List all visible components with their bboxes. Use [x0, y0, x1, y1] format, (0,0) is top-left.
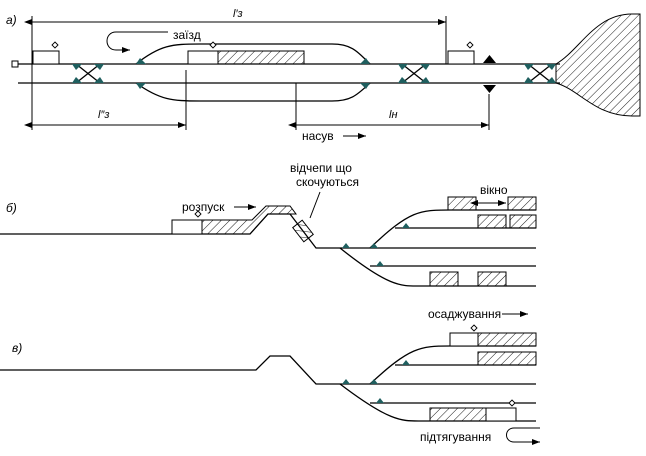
yard-car: [477, 214, 507, 229]
switch-frog: [136, 83, 146, 89]
switch-frog: [376, 398, 384, 403]
entry-arrow: [106, 31, 168, 53]
push-label: насув: [302, 129, 334, 143]
locomotive-marker: [470, 324, 478, 332]
cuts-label-line1: відчепи що: [290, 161, 352, 175]
dim-bottom-left-label: l″з: [98, 109, 109, 121]
switch-frog: [136, 58, 146, 64]
entry-label: заїзд: [173, 28, 201, 42]
locomotive-marker: [194, 210, 202, 218]
yard-track-1: [369, 345, 536, 385]
rolling-cut: [292, 219, 314, 243]
yard-car: [509, 214, 537, 229]
locomotive-marker: [466, 41, 474, 49]
pulling-label: підтягування: [420, 430, 491, 444]
locomotive-marker: [508, 399, 516, 407]
train-cars: [217, 50, 305, 65]
panel-a-label: а): [6, 13, 17, 27]
classification-yard-funnel: [555, 13, 641, 117]
switch-frog: [370, 379, 378, 384]
hump-signal-top: [483, 55, 496, 63]
bypass-upper: [135, 43, 371, 65]
yard-car: [429, 271, 459, 287]
locomotive-marker: [51, 41, 59, 49]
locomotive: [447, 50, 475, 65]
locomotive: [449, 332, 479, 347]
switch-frog: [342, 379, 350, 384]
yard-car: [429, 407, 487, 422]
switch-frog: [376, 261, 384, 266]
yard-car: [447, 196, 477, 211]
panel-a: а) l′з: [6, 8, 641, 143]
locomotive-marker: [209, 41, 217, 49]
panel-b: б) розпуск відчепи що скочуються вікно: [0, 161, 537, 287]
yard-car: [507, 196, 537, 211]
switch-frog: [370, 243, 378, 248]
crossover-1: [72, 63, 104, 84]
panel-c: в) осаджування підтягування: [0, 307, 540, 445]
dim-bottom-right-label: lн: [389, 109, 398, 121]
hump-profile: [0, 355, 536, 385]
locomotive: [187, 50, 219, 65]
yard-track-5: [339, 247, 536, 287]
bypass-lower: [135, 82, 371, 102]
yard-car: [477, 351, 537, 366]
cuts-pointer: [309, 191, 321, 219]
settling-label: осаджування: [428, 307, 501, 321]
switch-frog: [360, 58, 370, 64]
switch-frog: [402, 360, 410, 365]
dim-top-label: l′з: [233, 8, 243, 20]
panel-b-label: б): [6, 201, 17, 215]
crossover-3: [524, 63, 556, 84]
hump-profile: [0, 213, 536, 249]
release-label: розпуск: [182, 200, 225, 214]
cuts-label-line2: скочуються: [296, 175, 359, 189]
yard-car: [477, 332, 537, 347]
buffer-stop: [11, 60, 19, 68]
switch-frog: [342, 243, 350, 248]
locomotive: [32, 50, 60, 65]
panel-c-label: в): [12, 341, 22, 355]
locomotive: [485, 407, 517, 422]
hump-signal-bottom: [483, 85, 496, 93]
locomotive: [171, 219, 203, 235]
pulling-arrow: [506, 427, 540, 445]
window-label: вікно: [480, 183, 508, 197]
yard-track-5: [339, 383, 536, 422]
switch-frog: [402, 223, 410, 228]
crossover-2: [398, 63, 430, 84]
switch-frog: [360, 83, 370, 89]
train-on-hump: [201, 205, 297, 235]
yard-car: [477, 271, 507, 287]
